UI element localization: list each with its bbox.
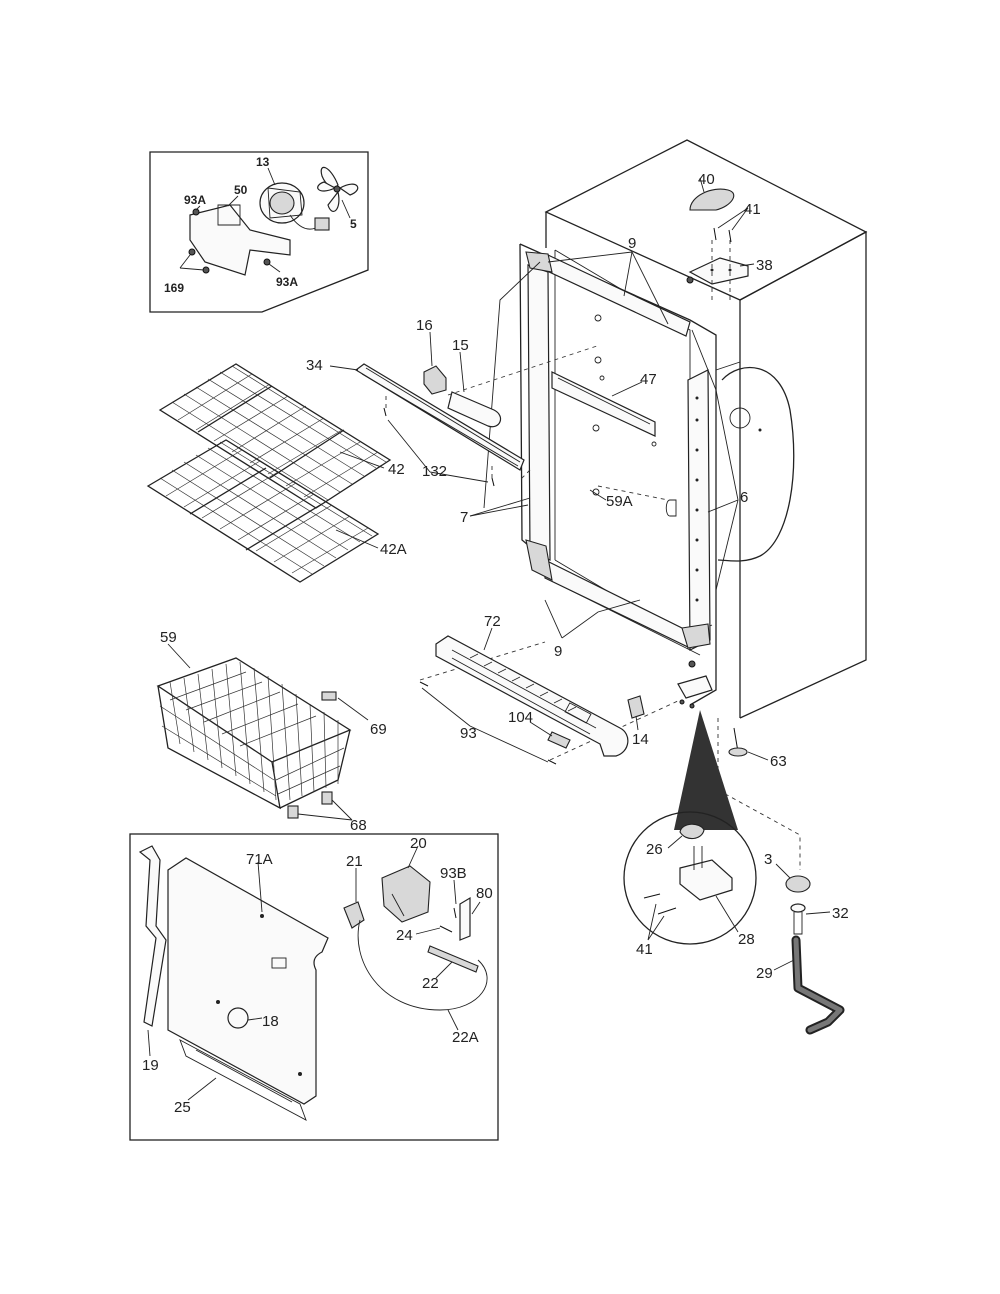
label-18: 18 <box>262 1013 279 1030</box>
label-5: 5 <box>350 217 357 231</box>
label-14: 14 <box>632 731 649 748</box>
label-9-bottom: 9 <box>554 643 562 660</box>
label-93A-bottom: 93A <box>276 275 298 289</box>
label-38: 38 <box>756 257 773 274</box>
label-41-detail: 41 <box>636 941 653 958</box>
light-bracket-assembly: 16 15 34 132 <box>306 317 525 487</box>
control-panel-inset: 71A 21 20 93B 80 24 22 22A 18 19 25 <box>129 833 499 1141</box>
label-16: 16 <box>416 317 433 334</box>
label-41-top: 41 <box>744 201 761 218</box>
label-68: 68 <box>350 817 367 834</box>
label-19: 19 <box>142 1057 159 1074</box>
label-15: 15 <box>452 337 469 354</box>
grille-assembly: 72 104 93 14 <box>419 613 713 765</box>
label-63: 63 <box>770 753 787 770</box>
label-29: 29 <box>756 965 773 982</box>
label-32: 32 <box>832 905 849 922</box>
label-40: 40 <box>698 171 715 188</box>
label-93: 93 <box>460 725 477 742</box>
label-59: 59 <box>160 629 177 646</box>
label-22: 22 <box>422 975 439 992</box>
label-25: 25 <box>174 1099 191 1116</box>
label-80: 80 <box>476 885 493 902</box>
label-104: 104 <box>508 709 533 726</box>
label-93A-top: 93A <box>184 193 206 207</box>
label-47: 47 <box>640 371 657 388</box>
label-13: 13 <box>256 155 270 169</box>
wire-shelves: 42 42A <box>146 363 407 583</box>
label-72: 72 <box>484 613 501 630</box>
label-7: 7 <box>460 509 468 526</box>
label-20: 20 <box>410 835 427 852</box>
label-132: 132 <box>422 463 447 480</box>
label-42: 42 <box>388 461 405 478</box>
label-26: 26 <box>646 841 663 858</box>
label-34: 34 <box>306 357 323 374</box>
label-21: 21 <box>346 853 363 870</box>
label-9-top: 9 <box>628 235 636 252</box>
fan-motor-inset: 13 93A 50 5 169 93A <box>149 151 369 313</box>
label-169: 169 <box>164 281 184 295</box>
label-42A: 42A <box>380 541 407 558</box>
door-handle-parts: 3 32 29 <box>756 851 849 1035</box>
label-69: 69 <box>370 721 387 738</box>
cabinet: 9 47 59A 6 7 9 40 41 38 <box>419 139 868 870</box>
label-28: 28 <box>738 931 755 948</box>
leveler: 63 <box>728 727 787 770</box>
label-22A: 22A <box>452 1029 479 1046</box>
label-71A: 71A <box>246 851 273 868</box>
label-6: 6 <box>740 489 748 506</box>
label-24: 24 <box>396 927 413 944</box>
label-93B: 93B <box>440 865 467 882</box>
label-3: 3 <box>764 851 772 868</box>
label-50: 50 <box>234 183 248 197</box>
label-59A: 59A <box>606 493 633 510</box>
hinge-detail: 26 41 28 <box>623 710 757 958</box>
wire-basket: 59 69 68 <box>156 629 387 834</box>
